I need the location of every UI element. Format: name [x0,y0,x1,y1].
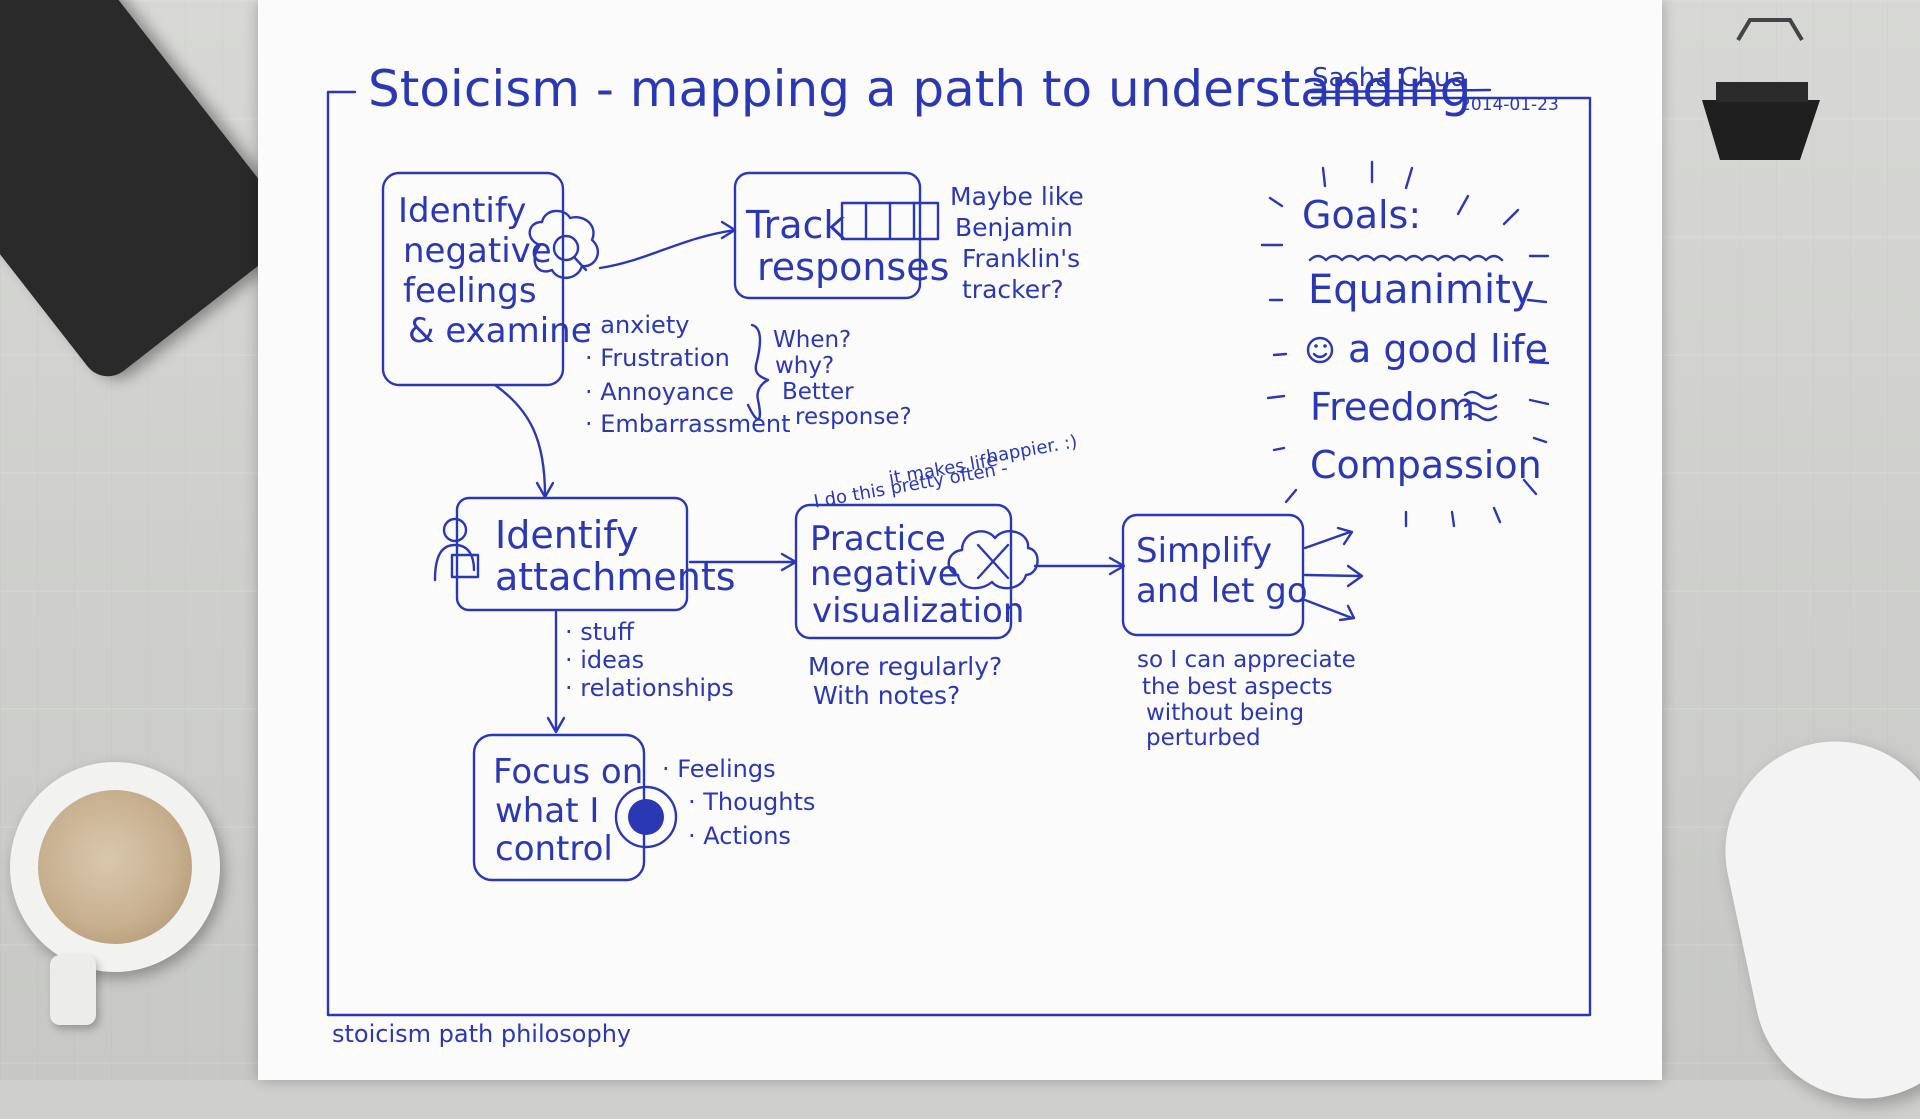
node-negative-visualization: Practice negative visualization [794,503,1039,640]
tracker-grid-icon [840,201,940,241]
goal-equanimity: Equanimity [1308,267,1534,313]
brace [746,323,770,421]
note-appreciate: so I can appreciate the best aspects wit… [1137,647,1363,751]
arrow-feelings-to-attachments [493,383,555,499]
goals-section: Goals: Equanimity a good life Freedom Co… [1260,160,1550,528]
note-regularly: More regularly? With notes? [808,652,1010,710]
node-label: Practice negative visualization [810,519,1024,631]
coffee [38,790,192,944]
list-attachments: · stuff · ideas · relationships [565,618,734,702]
page-title: Stoicism - mapping a path to understandi… [368,60,1472,118]
node-label: Identify negative feelings & examine [398,191,592,351]
goals-underline [1308,254,1504,262]
radiating-rays-icon [1260,160,1550,528]
coffee-mug [10,762,220,972]
node-box [1121,513,1305,637]
wind-waves-icon [1463,390,1498,422]
smiley-icon [1306,336,1334,364]
note-often: I do this pretty often - it makes life h… [810,431,1082,512]
node-identify-feelings: Identify negative feelings & examine [381,171,599,387]
frame-border [326,90,1592,1017]
svg-text:I do this pretty often -: I do this pretty often - it makes life h… [810,431,1082,512]
mug-handle [50,955,96,1025]
node-track-responses: Track responses [733,171,949,300]
paper-sheet [258,0,1662,1080]
note-franklin: Maybe like Benjamin Franklin's tracker? [950,182,1092,304]
sketchnote: Stoicism - mapping a path to understandi… [326,18,1820,1048]
list-negative-feelings: · anxiety · Frustration · Annoyance · Em… [585,311,791,438]
goal-compassion: Compassion [1310,443,1542,487]
node-box [794,503,1013,640]
magnifier-cloud-icon [528,209,599,279]
node-identify-attachments: Identify attachments [433,496,736,612]
node-box [381,171,565,387]
goal-freedom: Freedom [1310,385,1475,429]
author-name: Sacha Chua [1312,63,1466,93]
outward-arrows-icon [1303,526,1364,622]
node-simplify: Simplify and let go [1121,513,1364,637]
binder-clip-icon [1702,18,1820,160]
arrow-attachments-to-focus [546,610,566,734]
goal-good-life: a good life [1348,327,1548,371]
date-stamp: 2014-01-23 [1460,95,1559,115]
node-label: Focus on what I control [493,752,654,869]
note-questions: When? why? Better response? [773,327,912,430]
node-box [733,171,922,300]
node-label: Track responses [745,203,949,289]
list-control: · Feelings · Thoughts · Actions [662,755,823,850]
crossed-cloud-icon [947,530,1039,590]
person-with-box-icon [433,517,480,582]
tags-footer: stoicism path philosophy [332,1020,631,1048]
node-label: Simplify and let go [1136,531,1308,611]
arrow-visualization-to-simplify [1033,556,1126,576]
node-focus-control: Focus on what I control [472,733,678,882]
target-circle-icon [614,785,678,849]
author-underline [1308,88,1492,94]
goals-heading: Goals: [1302,193,1421,237]
node-label: Identify attachments [495,513,736,599]
arrow-feelings-to-track [598,220,737,270]
